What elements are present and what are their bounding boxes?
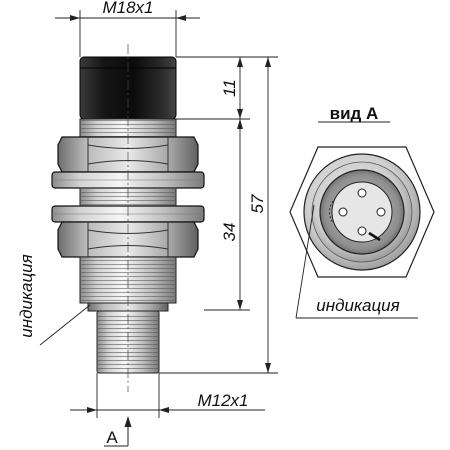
label-end-view-title: вид А bbox=[330, 104, 379, 123]
label-indicator-right: индикация bbox=[316, 296, 399, 315]
side-view bbox=[51, 44, 205, 392]
label-dim-57: 57 bbox=[248, 194, 267, 213]
label-indicator-left: индикация bbox=[17, 254, 36, 337]
pin-1 bbox=[357, 188, 367, 198]
dimension-arrows bbox=[70, 15, 271, 413]
pin-3 bbox=[376, 207, 386, 217]
pin-2 bbox=[338, 207, 348, 217]
pin-4 bbox=[357, 226, 367, 236]
coding-key bbox=[368, 231, 381, 242]
end-view bbox=[289, 121, 435, 319]
label-dim-11: 11 bbox=[220, 79, 239, 97]
label-view-letter: A bbox=[106, 428, 118, 447]
label-thread-top: M18x1 bbox=[102, 0, 153, 17]
indicator-leader-left bbox=[39, 304, 91, 346]
view-a-arrow bbox=[104, 416, 132, 447]
indicator-leader-right bbox=[295, 204, 315, 319]
label-dim-34: 34 bbox=[220, 223, 239, 242]
hex-nut-lower bbox=[57, 221, 199, 258]
label-thread-bottom: M12x1 bbox=[197, 391, 248, 410]
